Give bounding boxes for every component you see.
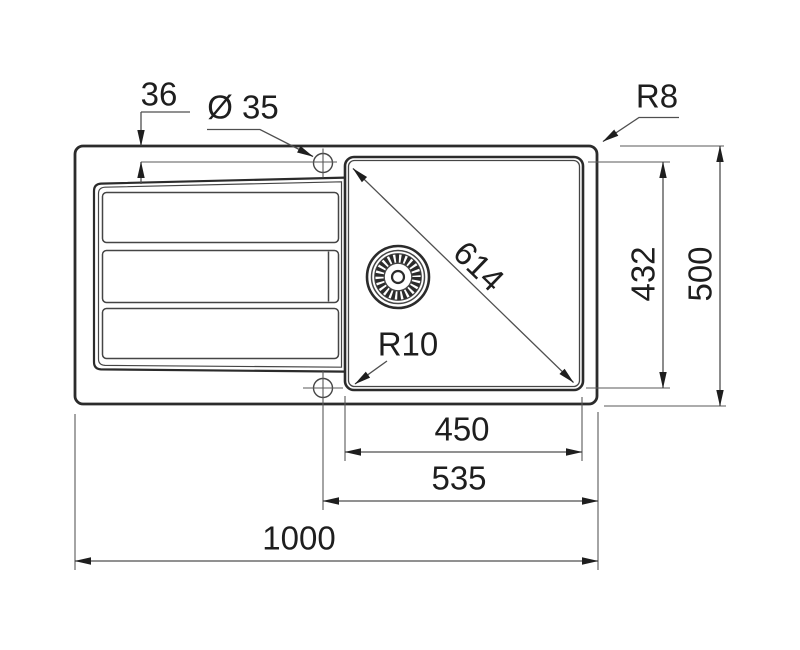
dim-614-label: 614 — [446, 234, 511, 299]
dim-overall-depth: 500 — [682, 145, 724, 407]
dim-450-label: 450 — [434, 411, 489, 448]
leader-r10-line — [354, 360, 388, 385]
dim-432-label: 432 — [625, 246, 662, 301]
dim-bowl-edge-distance: 535 — [322, 460, 599, 505]
drain-teeth — [375, 254, 421, 300]
dim-500-label: 500 — [682, 246, 719, 301]
drain-teeth-inner-ring — [383, 262, 413, 292]
dim-36-label: 36 — [141, 76, 178, 113]
leader-r8-label: R8 — [636, 78, 678, 115]
dim-614-line — [352, 168, 574, 383]
sink-outline — [73, 144, 599, 406]
bowl-outer-edge — [343, 155, 585, 392]
drainboard-ridge-1 — [101, 191, 340, 244]
leader-tap-hole-diameter: Ø 35 — [207, 89, 314, 158]
tap-hole-top — [312, 148, 334, 178]
drainboard-ridge-3 — [101, 307, 340, 360]
sink-outer-edge — [73, 144, 599, 406]
dim-1000-label: 1000 — [262, 520, 335, 557]
drainboard-outer-edge — [92, 176, 346, 373]
dim-bowl-width: 450 — [344, 411, 583, 456]
dim-tap-hole-offset: 36 — [137, 76, 190, 184]
dim-overall-width: 1000 — [74, 520, 599, 565]
bowl — [343, 155, 585, 392]
drainboard-inner-edge — [97, 181, 343, 368]
leader-bowl-corner-radius: R10 — [354, 326, 439, 385]
leader-outer-corner-radius: R8 — [602, 78, 679, 143]
bowl-inner-edge — [347, 159, 581, 388]
leader-dia35-label: Ø 35 — [207, 89, 279, 126]
leader-dia35-line — [207, 128, 314, 158]
leader-r10-label: R10 — [378, 326, 439, 363]
drainboard — [92, 176, 346, 373]
drainboard-ridge-2 — [101, 249, 340, 304]
drain-strainer — [365, 244, 431, 310]
dim-bowl-depth: 432 — [625, 161, 667, 389]
drain-center-hole — [390, 269, 406, 285]
leader-r8-line — [602, 116, 679, 143]
dim-535-label: 535 — [431, 460, 486, 497]
